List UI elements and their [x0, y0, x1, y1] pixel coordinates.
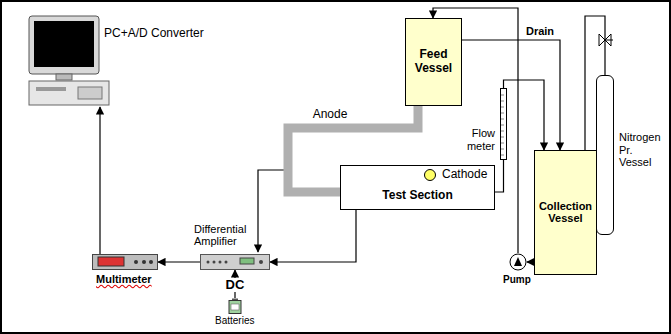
connector [527, 261, 534, 262]
test-section: Test Section Cathode [340, 165, 495, 210]
node-label: Nitrogen Pr. Vessel [619, 131, 667, 169]
feed-vessel: Feed Vessel [405, 18, 462, 106]
flow-meter: Flow meter [500, 88, 507, 160]
multimeter-icon [92, 254, 158, 270]
connector [504, 80, 545, 150]
multimeter: Multimeter [92, 254, 158, 270]
connector [158, 261, 200, 262]
flowmeter-scale [501, 89, 506, 159]
amplifier-icon [200, 254, 270, 270]
pump-symbol [509, 253, 527, 271]
node-label: Batteries [215, 315, 254, 327]
node-label: Feed Vessel [408, 48, 459, 76]
node-label: Differential Amplifier [194, 223, 250, 248]
node-label: Pump [503, 274, 531, 286]
valve-symbol [599, 34, 613, 46]
anode-wire [258, 170, 284, 252]
node-label: PC+A/D Converter [104, 27, 204, 41]
pump: Pump [509, 253, 527, 271]
edge-label: DC [224, 278, 247, 292]
node-label: Multimeter [96, 273, 152, 286]
node-label: Cathode [442, 168, 487, 182]
computer-icon [28, 15, 110, 107]
battery-icon [228, 298, 242, 314]
collection-vessel: Collection Vessel [534, 150, 597, 275]
connector [99, 107, 100, 254]
nitrogen-cylinder: Nitrogen Pr. Vessel [596, 75, 614, 235]
connector [495, 160, 504, 192]
edge-label: Drain [524, 25, 556, 37]
cathode: Cathode [424, 169, 436, 181]
differential-amplifier: Differential Amplifier [200, 254, 270, 270]
node-label: Flow meter [459, 127, 495, 152]
batteries: Batteries [228, 298, 242, 314]
computer: PC+A/D Converter [28, 15, 110, 107]
node-label: Collection Vessel [537, 200, 594, 225]
node-label: Test Section [343, 189, 492, 203]
edge-label: Anode [311, 108, 350, 121]
